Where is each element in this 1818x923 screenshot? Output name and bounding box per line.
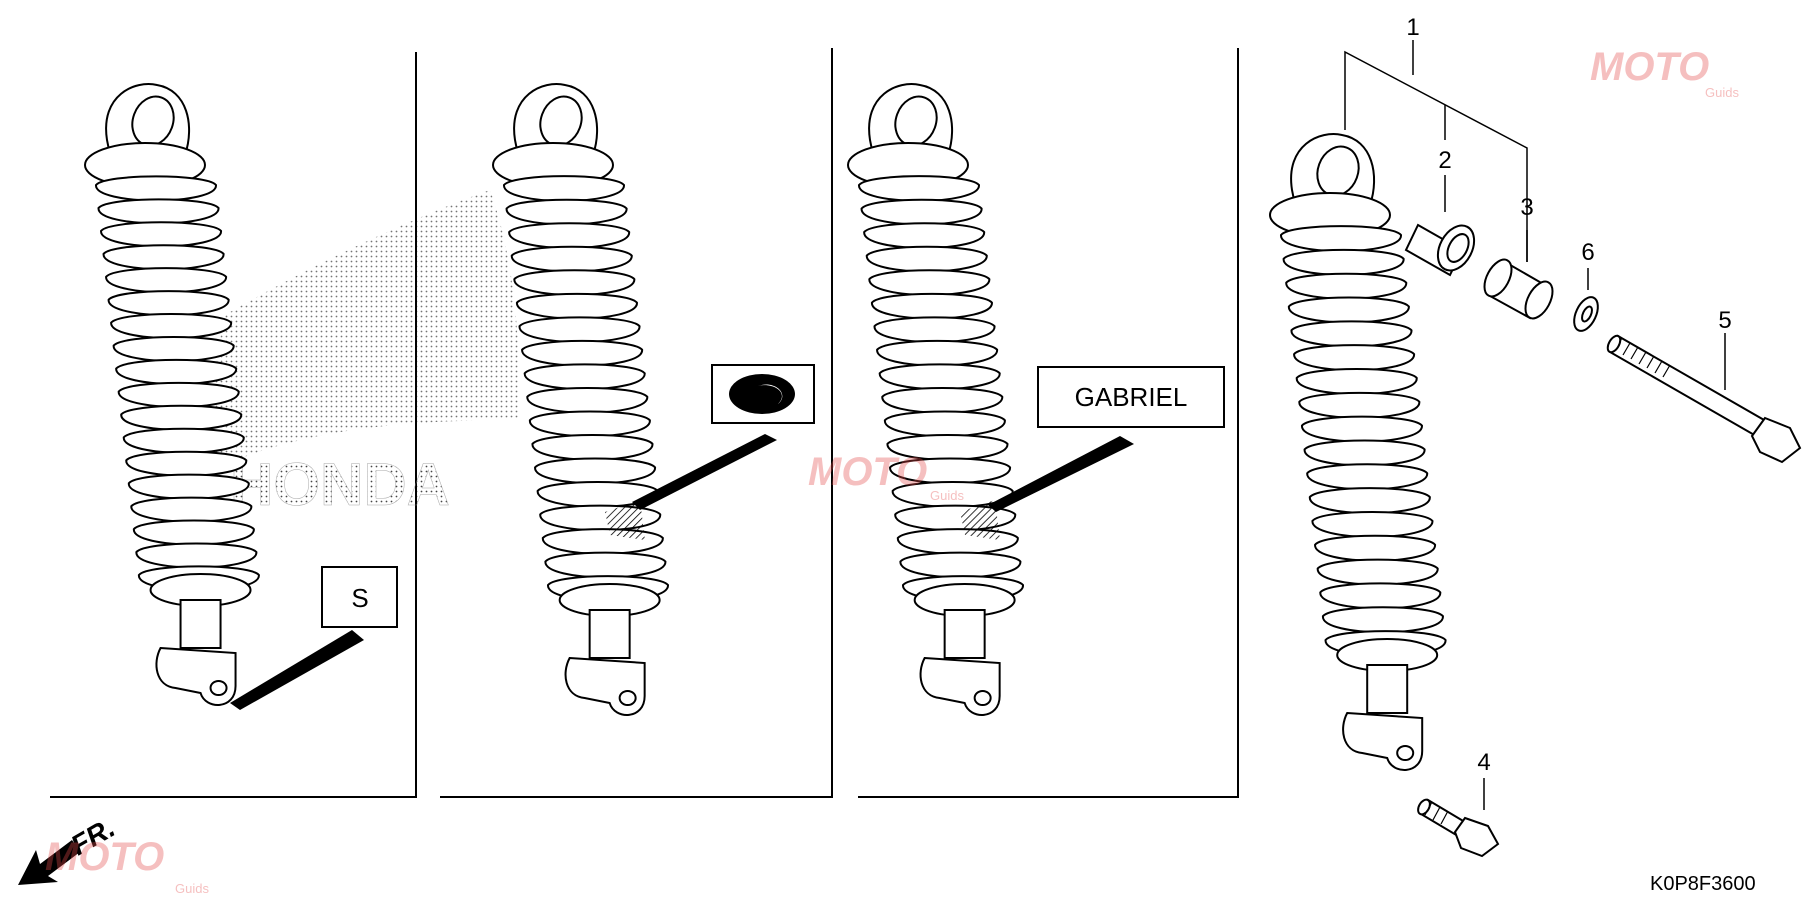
shock-3 [847,83,1025,716]
callout-5: 5 [1718,307,1731,334]
callout-4: 4 [1477,749,1490,776]
watermark-bottom-left-sub: Guids [175,881,209,896]
callout-3: 3 [1520,194,1533,221]
callout-numbers: 1 2 3 4 5 6 [1406,14,1731,776]
part-6-washer [1573,296,1599,332]
logo-decal-marker [605,500,645,540]
callout-1: 1 [1406,14,1419,41]
diagram-part-code: K0P8F3600 [1650,873,1756,895]
callout-2: 2 [1438,147,1451,174]
gabriel-leader [988,436,1134,512]
part-4-small-bolt [1417,798,1500,858]
callout-lines [1344,40,1726,810]
logo-variant-callout [605,364,815,540]
honda-wing-watermark: HONDA [211,190,520,518]
s-label: S [351,583,368,613]
gabriel-decal-marker [960,500,1000,540]
part-2-bushing [1404,223,1476,277]
s-leader [230,630,364,710]
logo-swoosh [758,384,783,404]
watermark-center-sub: Guids [930,488,964,503]
watermark-bottom-left: MOTO [45,835,164,879]
s-label-box [321,566,398,628]
part-5-long-bolt [1606,334,1802,464]
shock-1 [84,83,260,706]
part-3-collar [1483,258,1554,320]
svg-text:HONDA: HONDA [230,451,450,518]
gabriel-label-box [1037,366,1225,428]
gabriel-variant-callout: GABRIEL [960,366,1225,540]
watermark-top-right: MOTO [1590,45,1709,89]
shock-4 [1269,133,1447,771]
gabriel-label: GABRIEL [1075,382,1188,412]
watermark-top-right-sub: Guids [1705,85,1739,100]
watermark-center: MOTO [808,450,927,494]
s-variant-callout: S [230,566,398,710]
watermarks: MOTO Guids MOTO Guids MOTO Guids [45,45,1739,896]
logo-leader [632,434,777,510]
callout-6: 6 [1581,239,1594,266]
front-arrow-icon [18,840,80,885]
brand-logo-icon [729,374,795,414]
